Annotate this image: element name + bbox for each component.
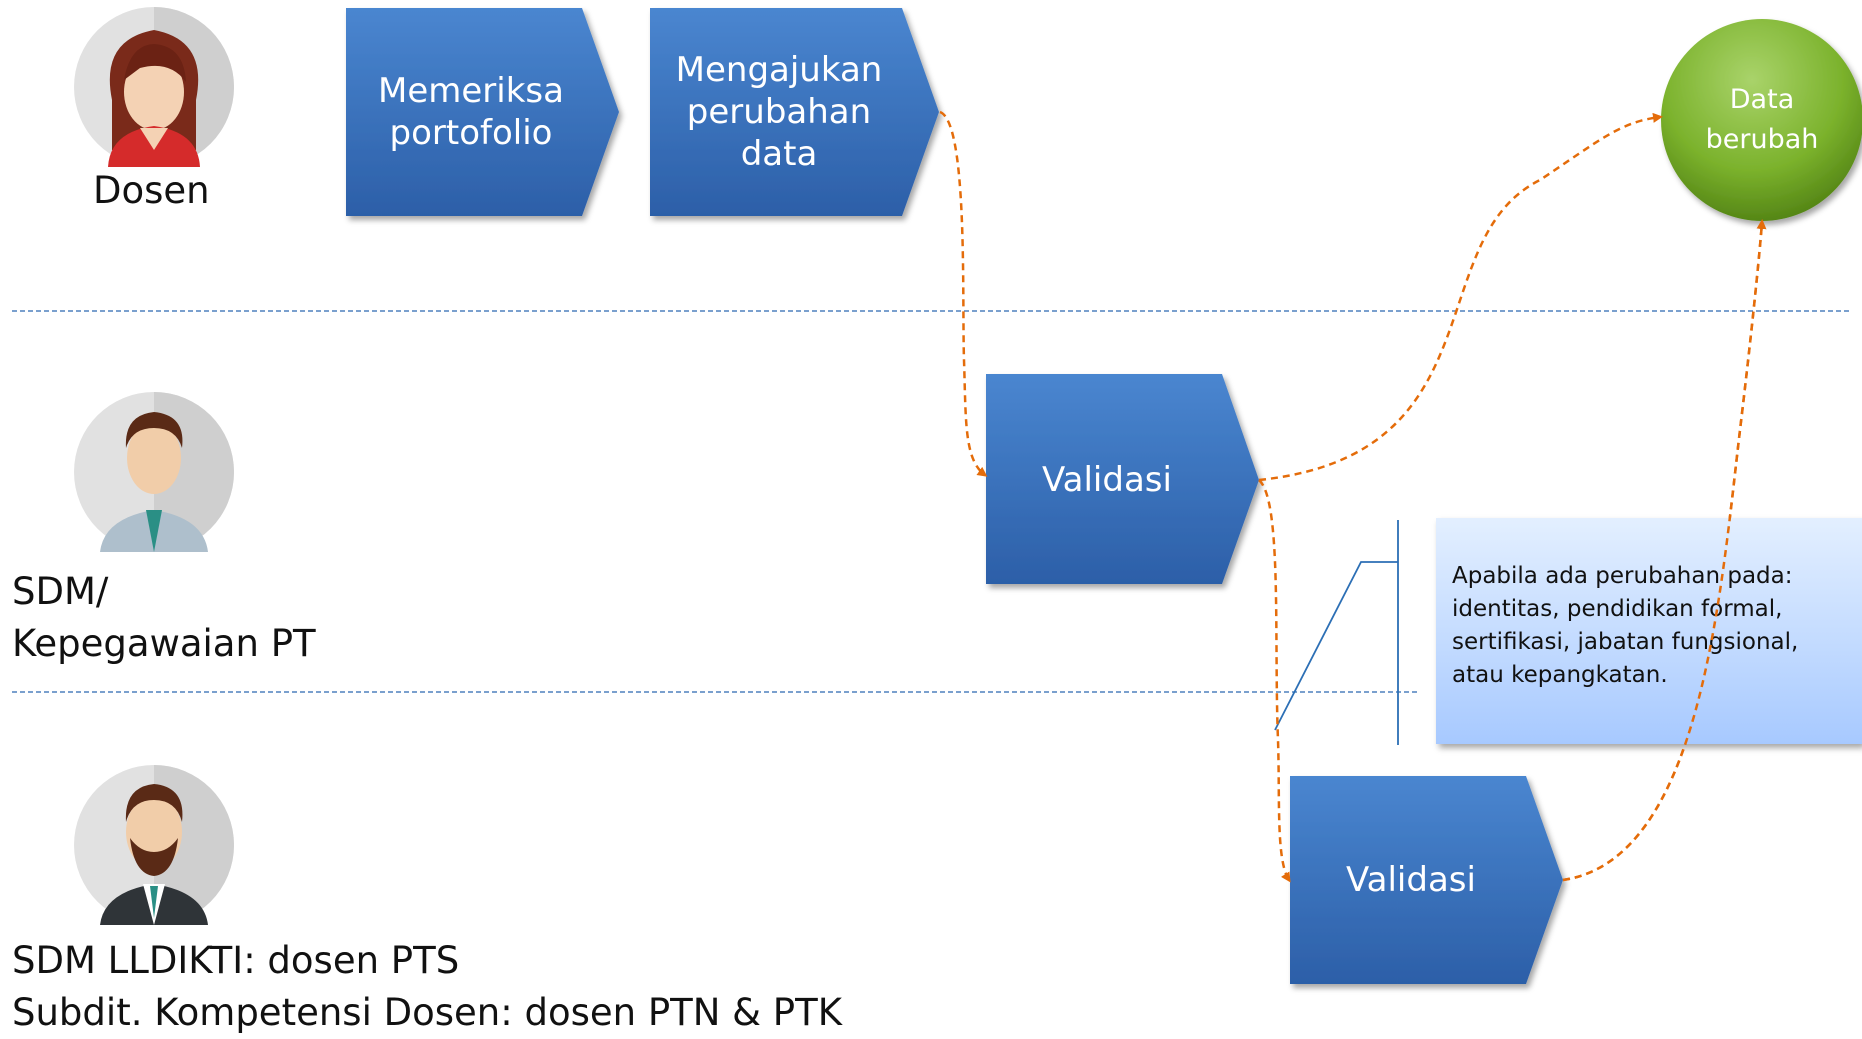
flow-arrow-mengajukan-to-validasi-pt (939, 110, 988, 477)
step-validasi-pt-label: Validasi (996, 438, 1218, 522)
note-line: identitas, pendidikan formal, (1452, 596, 1783, 622)
step-validasi-pt-shape (986, 374, 1259, 584)
note-callout-bracket (1274, 520, 1399, 745)
step-label-line: Validasi (1346, 860, 1476, 900)
note-line: Apabila ada perubahan pada: (1452, 563, 1793, 589)
note-line: atau kepangkatan. (1452, 662, 1668, 688)
actor-label-line: Subdit. Kompetensi Dosen: dosen PTN & PT… (12, 991, 842, 1034)
note-line: sertifikasi, jabatan fungsional, (1452, 629, 1799, 655)
actor-label-lldikti: SDM LLDIKTI: dosen PTS Subdit. Kompetens… (12, 939, 842, 1035)
flow-arrow-validasi-pt-to-validasi-lldikti (1258, 479, 1291, 883)
actor-label-line: SDM LLDIKTI: dosen PTS (12, 939, 460, 982)
step-validasi-lldikti-label: Validasi (1300, 838, 1522, 922)
note-text: Apabila ada perubahan pada: identitas, p… (1452, 560, 1862, 692)
step-label-line: portofolio (389, 113, 553, 153)
result-label: Data berubah (1680, 80, 1844, 160)
actor-label-sdm-pt: SDM/ Kepegawaian PT (12, 570, 316, 666)
result-data-berubah-circle (1661, 19, 1862, 221)
lldikti-avatar (74, 765, 234, 925)
step-label-line: Mengajukan (675, 50, 883, 90)
result-label-line: berubah (1705, 124, 1819, 155)
result-label-line: Data (1729, 84, 1795, 115)
step-mengajukan-shape (650, 8, 939, 216)
step-label-line: perubahan (686, 92, 872, 132)
dosen-avatar (74, 7, 234, 167)
flow-arrow-validasi-pt-to-data-berubah (1258, 112, 1663, 482)
step-label-line: data (740, 134, 818, 174)
step-label-line: Memeriksa (378, 71, 564, 111)
step-mengajukan-label: Mengajukan perubahan data (660, 30, 898, 194)
actor-label-line: Kepegawaian PT (12, 622, 316, 665)
actor-label-dosen: Dosen (93, 169, 210, 213)
step-label-line: Validasi (1042, 460, 1172, 500)
actor-label-line: SDM/ (12, 570, 109, 613)
actor-label-line: Dosen (93, 169, 210, 212)
step-validasi-lldikti-shape (1290, 776, 1563, 984)
sdm-pt-avatar (74, 392, 234, 552)
step-memeriksa-label: Memeriksa portofolio (356, 30, 586, 194)
step-memeriksa-shape (346, 8, 619, 216)
